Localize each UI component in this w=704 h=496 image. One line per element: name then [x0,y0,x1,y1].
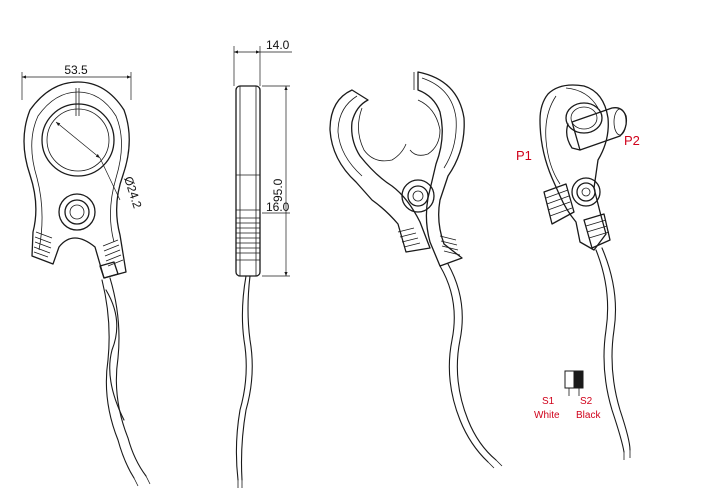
p1-label: P1 [516,148,532,163]
bore-diameter-dimension: Ø24.2 [121,175,145,211]
thickness-dimension: 14.0 [266,38,290,52]
front-view: 53.5 Ø24.2 [21,63,151,487]
open-view [329,71,503,469]
s2-label: S2 [580,396,593,407]
s1-color-label: White [534,410,560,421]
p2-label: P2 [624,133,640,148]
isometric-view [539,84,631,460]
s2-color-label: Black [576,410,601,421]
s1-label: S1 [542,396,555,407]
side-view: 14.0 95.0 16.0 [233,38,292,488]
grip-length-dimension: 16.0 [266,200,290,214]
width-dimension: 53.5 [64,63,88,77]
height-dimension: 95.0 [271,178,285,202]
